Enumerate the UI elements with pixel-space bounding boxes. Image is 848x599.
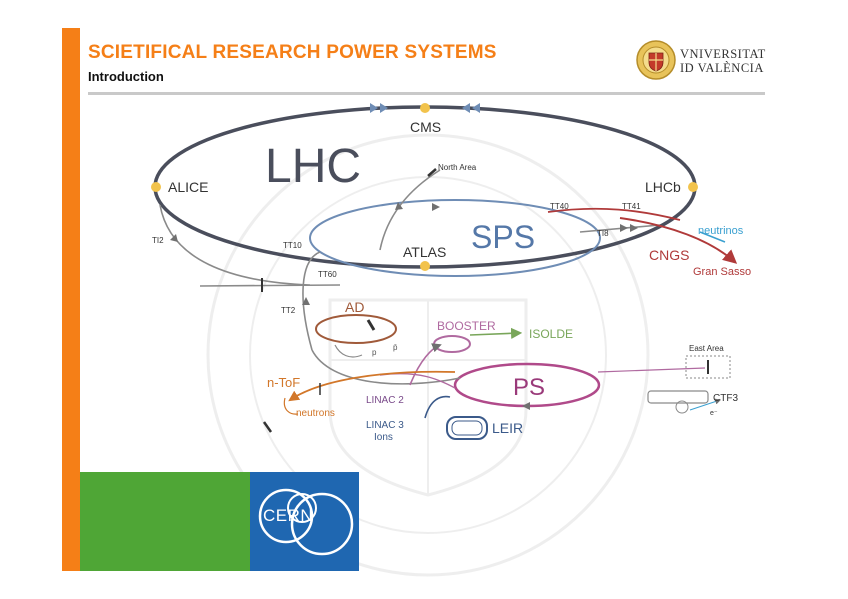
neutrinos-label: neutrinos <box>698 225 744 237</box>
leir-ring <box>446 416 488 440</box>
alice-point-icon <box>151 182 161 192</box>
isolde-label: ISOLDE <box>529 327 573 341</box>
ad-ring <box>315 314 397 344</box>
university-name-line2: ID VALÈNCIA <box>680 61 764 75</box>
e-minus-label: e⁻ <box>710 410 718 417</box>
tt2-line <box>311 349 461 385</box>
cngs-label: CNGS <box>649 247 689 263</box>
sps-label: SPS <box>471 219 535 255</box>
slide-title: SCIETIFICAL RESEARCH POWER SYSTEMS <box>88 42 497 63</box>
pbar-label: p̄ <box>393 343 398 352</box>
linac2-line <box>409 343 442 386</box>
ntof-line <box>288 370 456 402</box>
neutrons-label: neutrons <box>296 408 335 419</box>
tt10-label: TT10 <box>283 241 302 250</box>
ctf3-box <box>647 390 709 404</box>
university-name-line1: VNIVERSITAT <box>680 47 766 61</box>
tt10-line <box>302 251 321 351</box>
cms-point-icon <box>420 103 430 113</box>
ntof-label: n-ToF <box>267 375 300 390</box>
accent-bar <box>62 28 80 571</box>
lhcb-label: LHCb <box>645 179 681 195</box>
green-footer-block <box>80 472 250 571</box>
header-divider <box>88 92 765 95</box>
tt40-line <box>547 207 681 221</box>
tt60-line <box>199 284 341 287</box>
tt2-label: TT2 <box>281 306 296 315</box>
ti2-label: TI2 <box>152 236 164 245</box>
north-area-label: North Area <box>438 163 477 172</box>
tt40-label: TT40 <box>550 202 569 211</box>
watermark-seal <box>206 133 650 577</box>
atlas-label: ATLAS <box>403 244 446 260</box>
cms-label: CMS <box>410 119 441 135</box>
slide-subtitle: Introduction <box>88 69 164 84</box>
sps-ring <box>309 199 601 277</box>
ad-label: AD <box>345 299 364 315</box>
ctf3-label: CTF3 <box>713 393 738 404</box>
lhc-label: LHC <box>265 140 361 193</box>
cngs-line <box>619 217 738 264</box>
booster-ring <box>433 335 471 353</box>
atlas-point-icon <box>420 261 430 271</box>
alice-label: ALICE <box>168 179 208 195</box>
university-seal-icon <box>636 40 676 80</box>
north-area-line <box>379 169 441 251</box>
ps-label: PS <box>513 374 545 401</box>
cern-logo-icon <box>258 488 354 556</box>
linac3-label: LINAC 3 <box>366 420 404 431</box>
leir-label: LEIR <box>492 420 523 436</box>
neutrinos-line <box>699 231 726 243</box>
ions-label: Ions <box>374 432 393 443</box>
gran-sasso-label: Gran Sasso <box>693 266 751 278</box>
east-area-box <box>685 355 731 379</box>
linac2-label: LINAC 2 <box>366 395 404 406</box>
east-area-label: East Area <box>689 344 724 353</box>
lhcb-point-icon <box>688 182 698 192</box>
university-logo: VNIVERSITAT ID VALÈNCIA <box>636 40 766 84</box>
cern-logo-text: CERN <box>263 506 314 525</box>
p-label: p <box>372 348 377 357</box>
booster-label: BOOSTER <box>437 319 496 333</box>
isolde-line <box>469 327 523 339</box>
tt41-label: TT41 <box>622 202 641 211</box>
linac3-line <box>424 395 451 419</box>
tt60-label: TT60 <box>318 270 337 279</box>
leir-inner <box>451 420 483 436</box>
ti8-label: TI8 <box>597 229 609 238</box>
ti2-line <box>159 204 311 286</box>
cern-logo: CERN <box>250 472 359 571</box>
